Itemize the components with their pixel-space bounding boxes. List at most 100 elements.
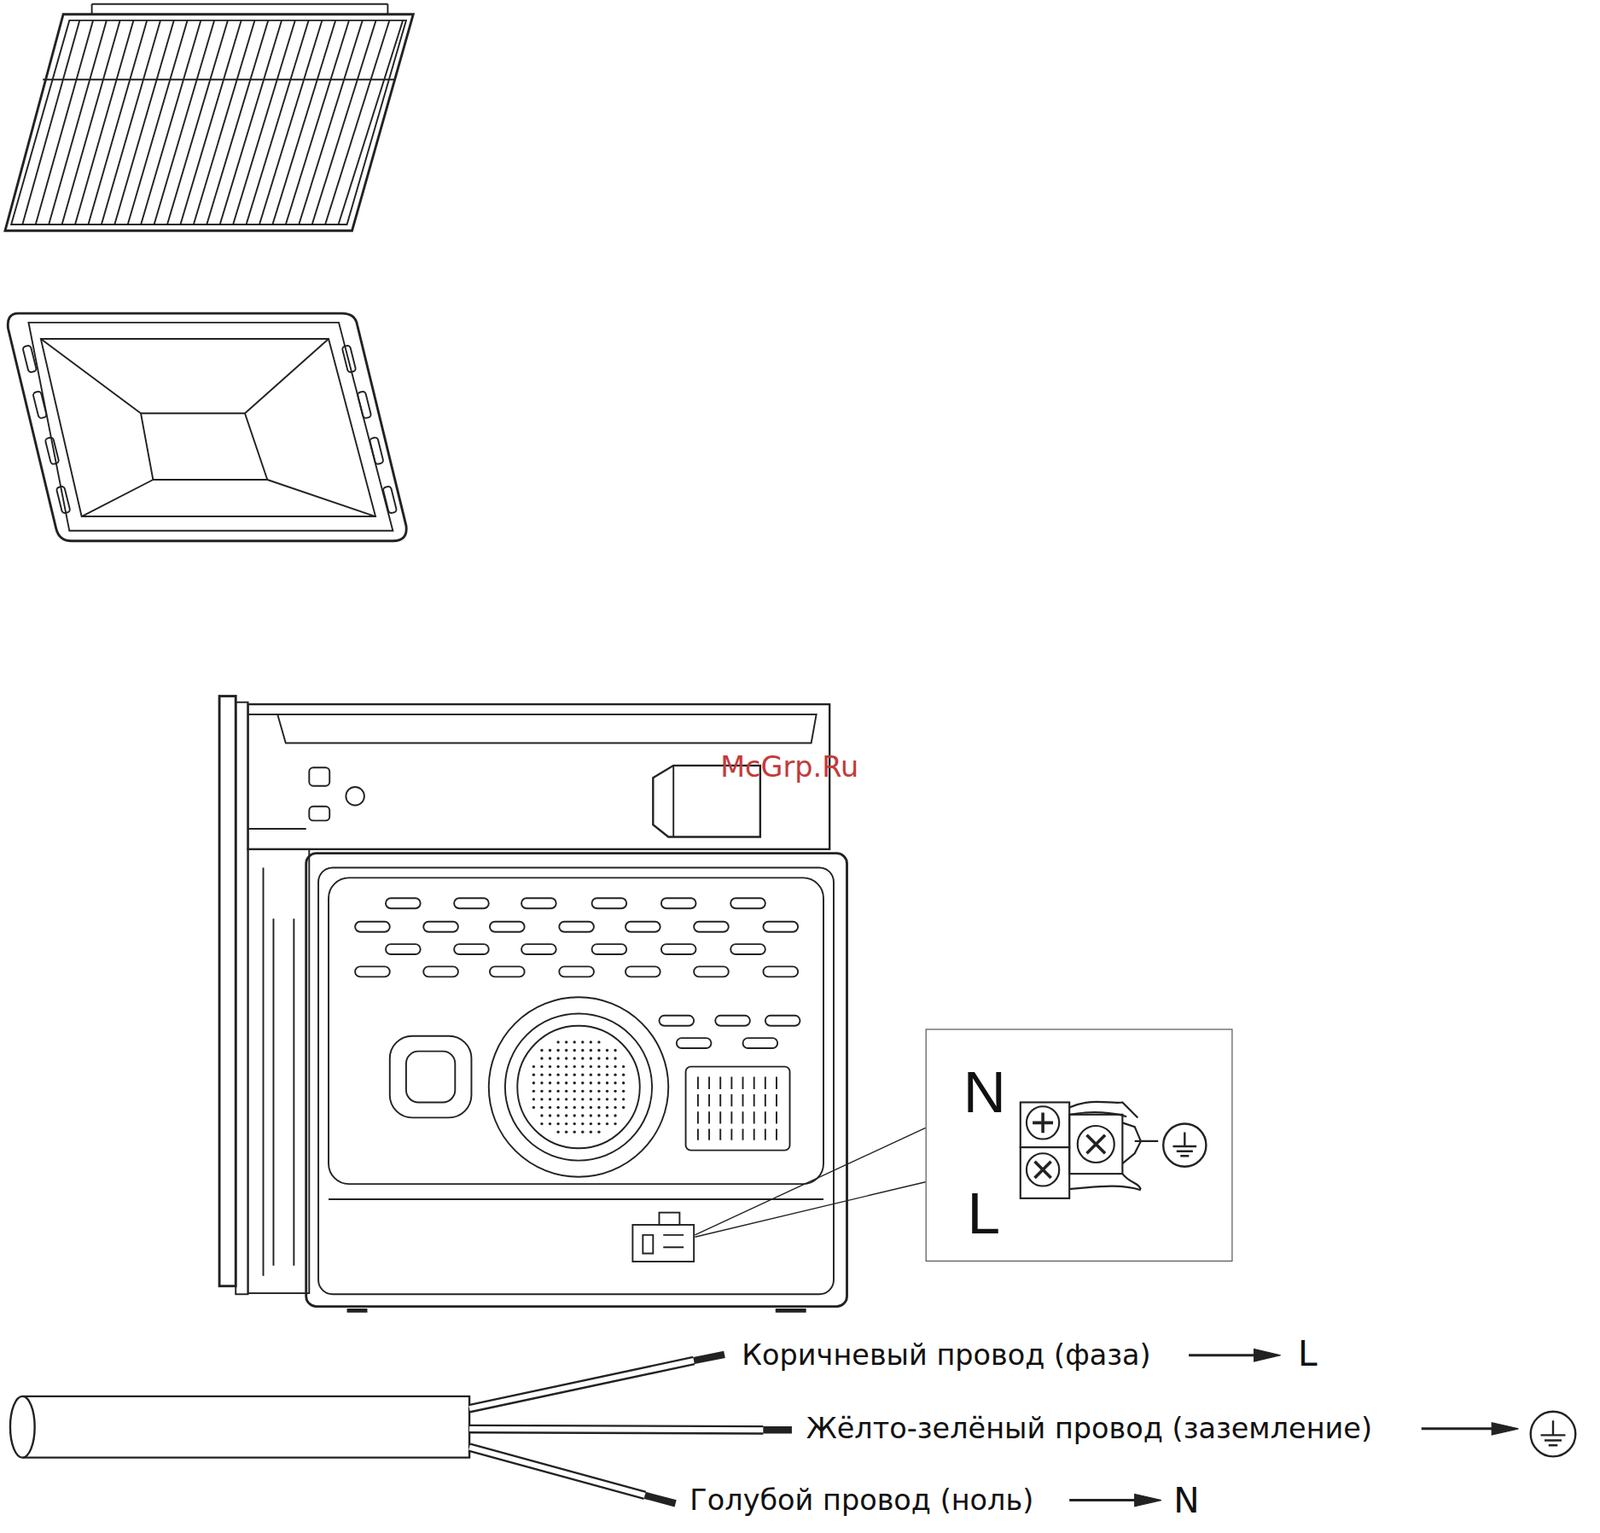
tray-wall (40, 338, 376, 517)
fan-grid-dot (605, 1056, 609, 1059)
terminal-letter: N (1173, 1479, 1199, 1522)
rack-bar (325, 20, 390, 225)
fan-grid-dot (597, 1089, 600, 1093)
terminal-detail (1020, 1101, 1158, 1199)
grille-slot (742, 1076, 745, 1141)
terminal-cell (1020, 1146, 1070, 1199)
tray-bottom (140, 413, 268, 480)
fan-grid-dot (613, 1056, 617, 1059)
wire-lead (1069, 1101, 1138, 1118)
fan-grid-dot (564, 1056, 568, 1059)
fan-grid-dot (556, 1097, 559, 1100)
fan-grid-dot (573, 1113, 576, 1117)
fan-grid-dot (622, 1089, 625, 1093)
vent-slot (730, 897, 766, 908)
vent-slot (521, 943, 557, 955)
rack-bar (62, 20, 121, 225)
terminal-block (632, 1224, 694, 1262)
fan-grid-dot (532, 1097, 536, 1100)
vent-slot (762, 921, 798, 932)
back-panel-inner (318, 866, 834, 1294)
screw (1077, 1125, 1115, 1163)
fan-grid-dot (532, 1089, 536, 1093)
power-cable (10, 1354, 792, 1504)
rack-bar (140, 20, 201, 225)
terminal-block-tab (658, 1212, 680, 1225)
fan-grid-dot (556, 1056, 559, 1059)
fan-grid-dot (548, 1105, 552, 1109)
fan-grid-dot (589, 1072, 593, 1076)
rack-frame-inner (11, 20, 407, 225)
vent-slot (765, 1015, 801, 1026)
grille-slot (775, 1076, 778, 1141)
fan-grid-dot (573, 1097, 576, 1100)
fan-grid-dot (597, 1064, 600, 1068)
vent-slot (521, 897, 557, 908)
back-panel (306, 853, 848, 1307)
wire-label: Голубой провод (ноль) (689, 1482, 1034, 1517)
ground-symbol (1163, 1123, 1206, 1167)
vent-slot (676, 1037, 712, 1048)
wire-core (469, 1360, 694, 1408)
grille-slot (730, 1076, 733, 1141)
oven-back-view (219, 696, 926, 1311)
fan-grid-dot (564, 1129, 568, 1133)
side-panel-ribs (263, 866, 295, 1275)
fan-grid-dot (605, 1105, 609, 1109)
connector-hole (308, 806, 330, 821)
vent-slot (558, 921, 594, 932)
fan-grid-dot (573, 1064, 576, 1068)
screw-slot (1035, 1161, 1052, 1178)
wire-lead (1069, 1122, 1158, 1190)
fan-grid-dot (564, 1040, 568, 1043)
rack-frame (5, 14, 414, 232)
terminal-cell (1069, 1114, 1123, 1174)
fan-grid-dot (589, 1048, 593, 1052)
tray-handle-slot (357, 390, 373, 419)
fan-grid-dot (556, 1064, 559, 1068)
fan-grid-dot (564, 1072, 568, 1076)
vent-slot (385, 943, 421, 955)
wire-core (469, 1447, 646, 1496)
fan-grid-dot (540, 1048, 543, 1052)
rack-bar (114, 20, 174, 225)
fan-grid-dot (564, 1064, 568, 1068)
fan-cover-ring (517, 1025, 640, 1148)
fan-grid-dot (581, 1040, 584, 1043)
fan-grid-dot (564, 1122, 568, 1125)
vent-slot (592, 943, 628, 955)
vent-slot (489, 965, 525, 977)
rack-bar (87, 20, 147, 225)
wire (469, 1447, 646, 1496)
ground-lines (1173, 1132, 1198, 1157)
wire-core (469, 1428, 763, 1430)
vent-slot (762, 965, 798, 977)
vent-slot (693, 921, 729, 932)
tray-rim (7, 313, 407, 542)
fan-grid-dot (573, 1048, 576, 1052)
vent-slot (625, 965, 661, 977)
fan-grid-dot (540, 1072, 543, 1076)
rack-bar (232, 20, 296, 225)
ground-lines (1541, 1419, 1566, 1445)
vent-slot (743, 1037, 779, 1048)
ground-symbol (1530, 1411, 1577, 1457)
cable-end (10, 1396, 35, 1458)
rack-bar (75, 20, 134, 225)
fan-grid-dot (622, 1105, 625, 1109)
wire-tip (762, 1425, 792, 1433)
fan-grid-dot (597, 1081, 600, 1084)
rack-bar (298, 20, 362, 225)
fan-grid-dot (605, 1064, 609, 1068)
tray-handle-slot (56, 485, 71, 513)
fan-grid-dot (556, 1122, 559, 1125)
vent-slot (592, 897, 628, 908)
wire (469, 1360, 694, 1408)
fan-grid-dot (540, 1097, 543, 1100)
wire-tip (645, 1495, 676, 1504)
cable-sheath (22, 1396, 470, 1458)
top-box-lines (248, 714, 307, 829)
fan-grid-dot (540, 1081, 543, 1084)
vent-slot (730, 943, 766, 955)
fan-grid-dot (532, 1081, 536, 1084)
